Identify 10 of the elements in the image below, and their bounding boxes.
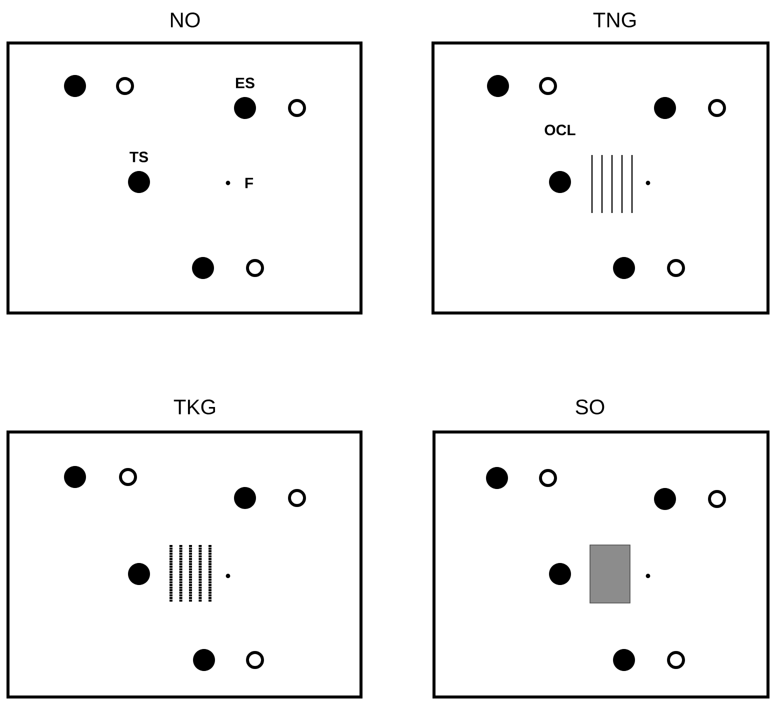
node-label: NO xyxy=(170,12,200,28)
node-label: SO xyxy=(576,400,604,414)
panel: TKG xyxy=(6,400,362,698)
panel: SO xyxy=(432,400,770,698)
node-label: TNG xyxy=(593,12,636,28)
part-label: F xyxy=(245,178,254,188)
part-label: TS xyxy=(130,152,148,162)
part-label: ES xyxy=(236,78,254,88)
part-label: OCL xyxy=(544,124,576,136)
node-label: TKG xyxy=(174,400,216,414)
